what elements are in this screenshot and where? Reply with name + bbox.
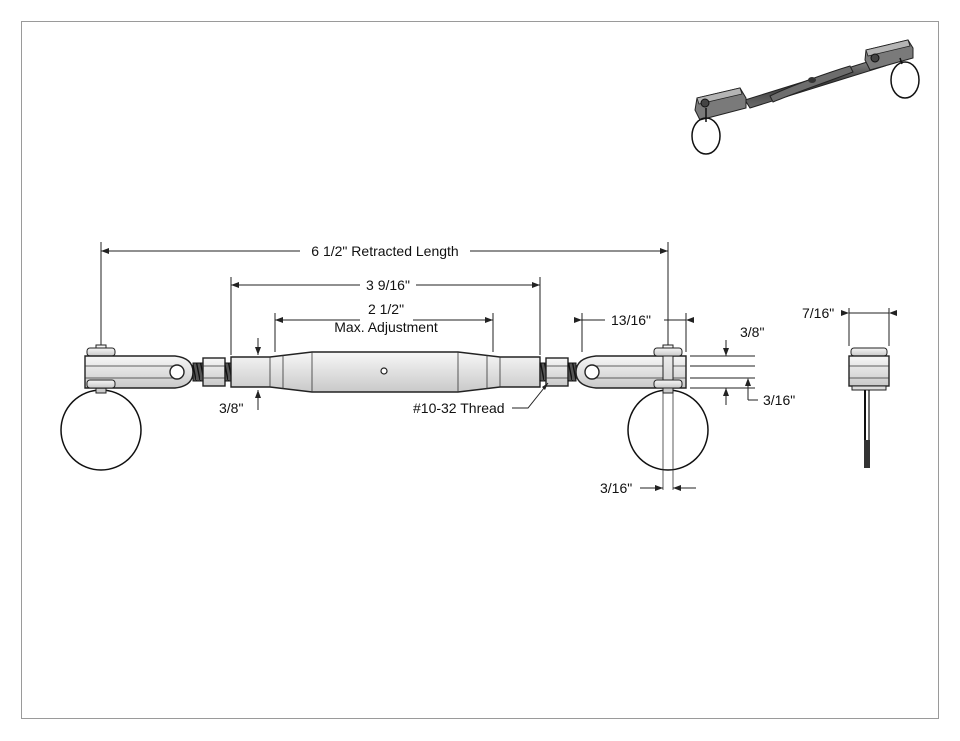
dimension-arrows: [101, 248, 897, 491]
pin-diameter-label: 3/16": [600, 480, 632, 496]
turnbuckle-3d-view-icon: [691, 39, 920, 155]
thread-label: #10-32 Thread: [413, 400, 505, 416]
right-jaw-top-label: 3/8": [740, 324, 764, 340]
max-adjustment-text-label: Max. Adjustment: [334, 319, 438, 335]
max-adjustment-value-label: 2 1/2": [368, 301, 404, 317]
right-jaw-gap-label: 3/16": [763, 392, 795, 408]
right-nut: [545, 357, 569, 387]
retracted-length-label: 6 1/2" Retracted Length: [311, 243, 458, 259]
turnbuckle-elevation: [60, 344, 709, 490]
left-nut: [202, 357, 226, 387]
right-ring: [627, 389, 709, 471]
jaw-width-label: 13/16": [611, 312, 651, 328]
body-hole: [380, 367, 388, 375]
drawing-frame: [21, 21, 939, 719]
left-ring: [60, 389, 142, 471]
left-height-label: 3/8": [219, 400, 243, 416]
turnbuckle-end-view: [848, 347, 890, 468]
end-view-width-label: 7/16": [802, 305, 834, 321]
body-length-label: 3 9/16": [366, 277, 410, 293]
dimension-lines: [100, 242, 890, 489]
